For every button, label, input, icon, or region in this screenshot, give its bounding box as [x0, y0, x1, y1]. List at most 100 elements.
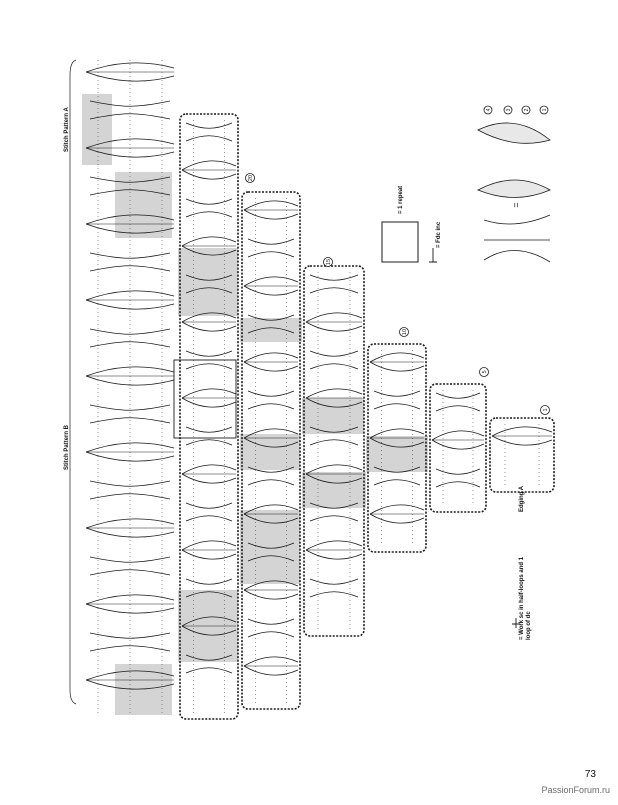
fan-stitch — [243, 504, 299, 515]
chain-arc — [247, 238, 295, 245]
fan-stitch — [369, 352, 425, 363]
shaded-repeat-block — [178, 248, 238, 316]
shaded-repeat-block — [302, 472, 366, 508]
row-marker-circle — [245, 173, 255, 183]
shaded-repeat-block — [115, 664, 172, 715]
chain-arc — [309, 439, 359, 446]
fan-stitch — [85, 299, 175, 310]
chain-arc — [185, 502, 233, 509]
stitch-pattern-a-label: Stitch Pattern A — [64, 107, 70, 152]
fan-stitch — [181, 540, 237, 551]
edging-a-label: Edging A — [519, 485, 525, 512]
chain-arc — [185, 274, 233, 281]
fan-stitch — [85, 62, 175, 73]
chain-arc — [185, 515, 233, 522]
fan-stitch — [431, 430, 485, 441]
pattern-bracket — [69, 59, 77, 705]
shaded-repeat-block — [82, 94, 112, 165]
fan-stitch — [243, 209, 299, 220]
chain-arc — [89, 556, 171, 563]
fan-stitch — [369, 361, 425, 372]
chain-arc — [89, 113, 171, 120]
chain-arc — [185, 122, 233, 129]
fan-stitch — [85, 223, 175, 234]
row-marker-number: 1 — [543, 408, 549, 411]
fan-stitch — [85, 375, 175, 386]
fdc-symbol — [429, 248, 437, 263]
fan-stitch — [85, 603, 175, 614]
detail-marker-circle — [539, 105, 549, 115]
row-marker-number: 5 — [482, 370, 488, 373]
legend-repeat-box — [381, 221, 419, 263]
fan-stitch — [243, 285, 299, 296]
chain-arc — [89, 189, 171, 196]
chain-arc — [89, 569, 171, 576]
fan-stitch — [491, 426, 553, 437]
legend-half-loops-label-1: = Work sc in half-loops and 1 — [519, 556, 525, 640]
fan-stitch — [85, 290, 175, 301]
chain-arc — [373, 466, 421, 473]
chain-arc — [247, 555, 295, 562]
chain-arc — [309, 578, 359, 585]
chain-borders — [179, 113, 555, 720]
chain-arc — [89, 176, 171, 183]
fan-stitch — [181, 321, 237, 332]
row-marker-number: 15 — [326, 259, 332, 265]
chain-arc — [435, 392, 481, 399]
fan-stitch — [181, 236, 237, 247]
chain-border — [241, 191, 301, 710]
chain-arc — [185, 439, 233, 446]
fan-stitch — [85, 451, 175, 462]
fan-stitch — [85, 527, 175, 538]
watermark: PassionForum.ru — [541, 785, 610, 795]
chain-arc — [185, 350, 233, 357]
detail-marker-number: 3 — [506, 108, 512, 111]
chain-arc — [89, 328, 171, 335]
shaded-repeat-block — [240, 510, 300, 584]
detail-fan — [483, 214, 551, 225]
row-marker-circle — [479, 367, 489, 377]
detail-marker-circle — [521, 105, 531, 115]
row-marker-circle — [399, 327, 409, 337]
chain-arc — [247, 403, 295, 410]
chain-arc — [89, 480, 171, 487]
chain-arc — [309, 274, 359, 281]
fan-stitch — [85, 214, 175, 225]
chain-arc — [89, 404, 171, 411]
chain-border — [367, 343, 427, 553]
fan-stitch — [181, 616, 237, 627]
chain-border — [303, 265, 365, 637]
chain-border — [489, 417, 555, 493]
chain-arc — [185, 363, 233, 370]
fan-stitch — [243, 580, 299, 591]
chain-arc — [373, 403, 421, 410]
shaded-repeat-block — [240, 318, 302, 342]
detail-marker-circle — [503, 105, 513, 115]
fan-stitch — [181, 388, 237, 399]
fan-stitch — [85, 366, 175, 377]
row-marker-number: 20 — [248, 175, 254, 181]
legend-repeat-label: = 1 repeat — [398, 185, 404, 214]
fan-stitch — [243, 428, 299, 439]
fan-stitch — [181, 312, 237, 323]
chain-arc — [89, 645, 171, 652]
fan-stitch — [243, 437, 299, 448]
fan-stitch — [369, 437, 425, 448]
shaded-repeat-blocks — [82, 94, 428, 715]
fan-stitch — [85, 442, 175, 453]
chain-arc — [247, 542, 295, 549]
fan-stitch — [243, 665, 299, 676]
shaded-repeat-block — [240, 434, 300, 470]
fan-stitch — [181, 397, 237, 408]
chain-arc — [185, 211, 233, 218]
fan-stitch — [181, 245, 237, 256]
chain-border — [429, 383, 487, 513]
fan-stitch — [243, 361, 299, 372]
fan-stitch — [181, 464, 237, 475]
chain-arc — [373, 390, 421, 397]
chain-arc — [247, 251, 295, 258]
fan-stitch — [305, 464, 363, 475]
chain-arc — [185, 591, 233, 598]
